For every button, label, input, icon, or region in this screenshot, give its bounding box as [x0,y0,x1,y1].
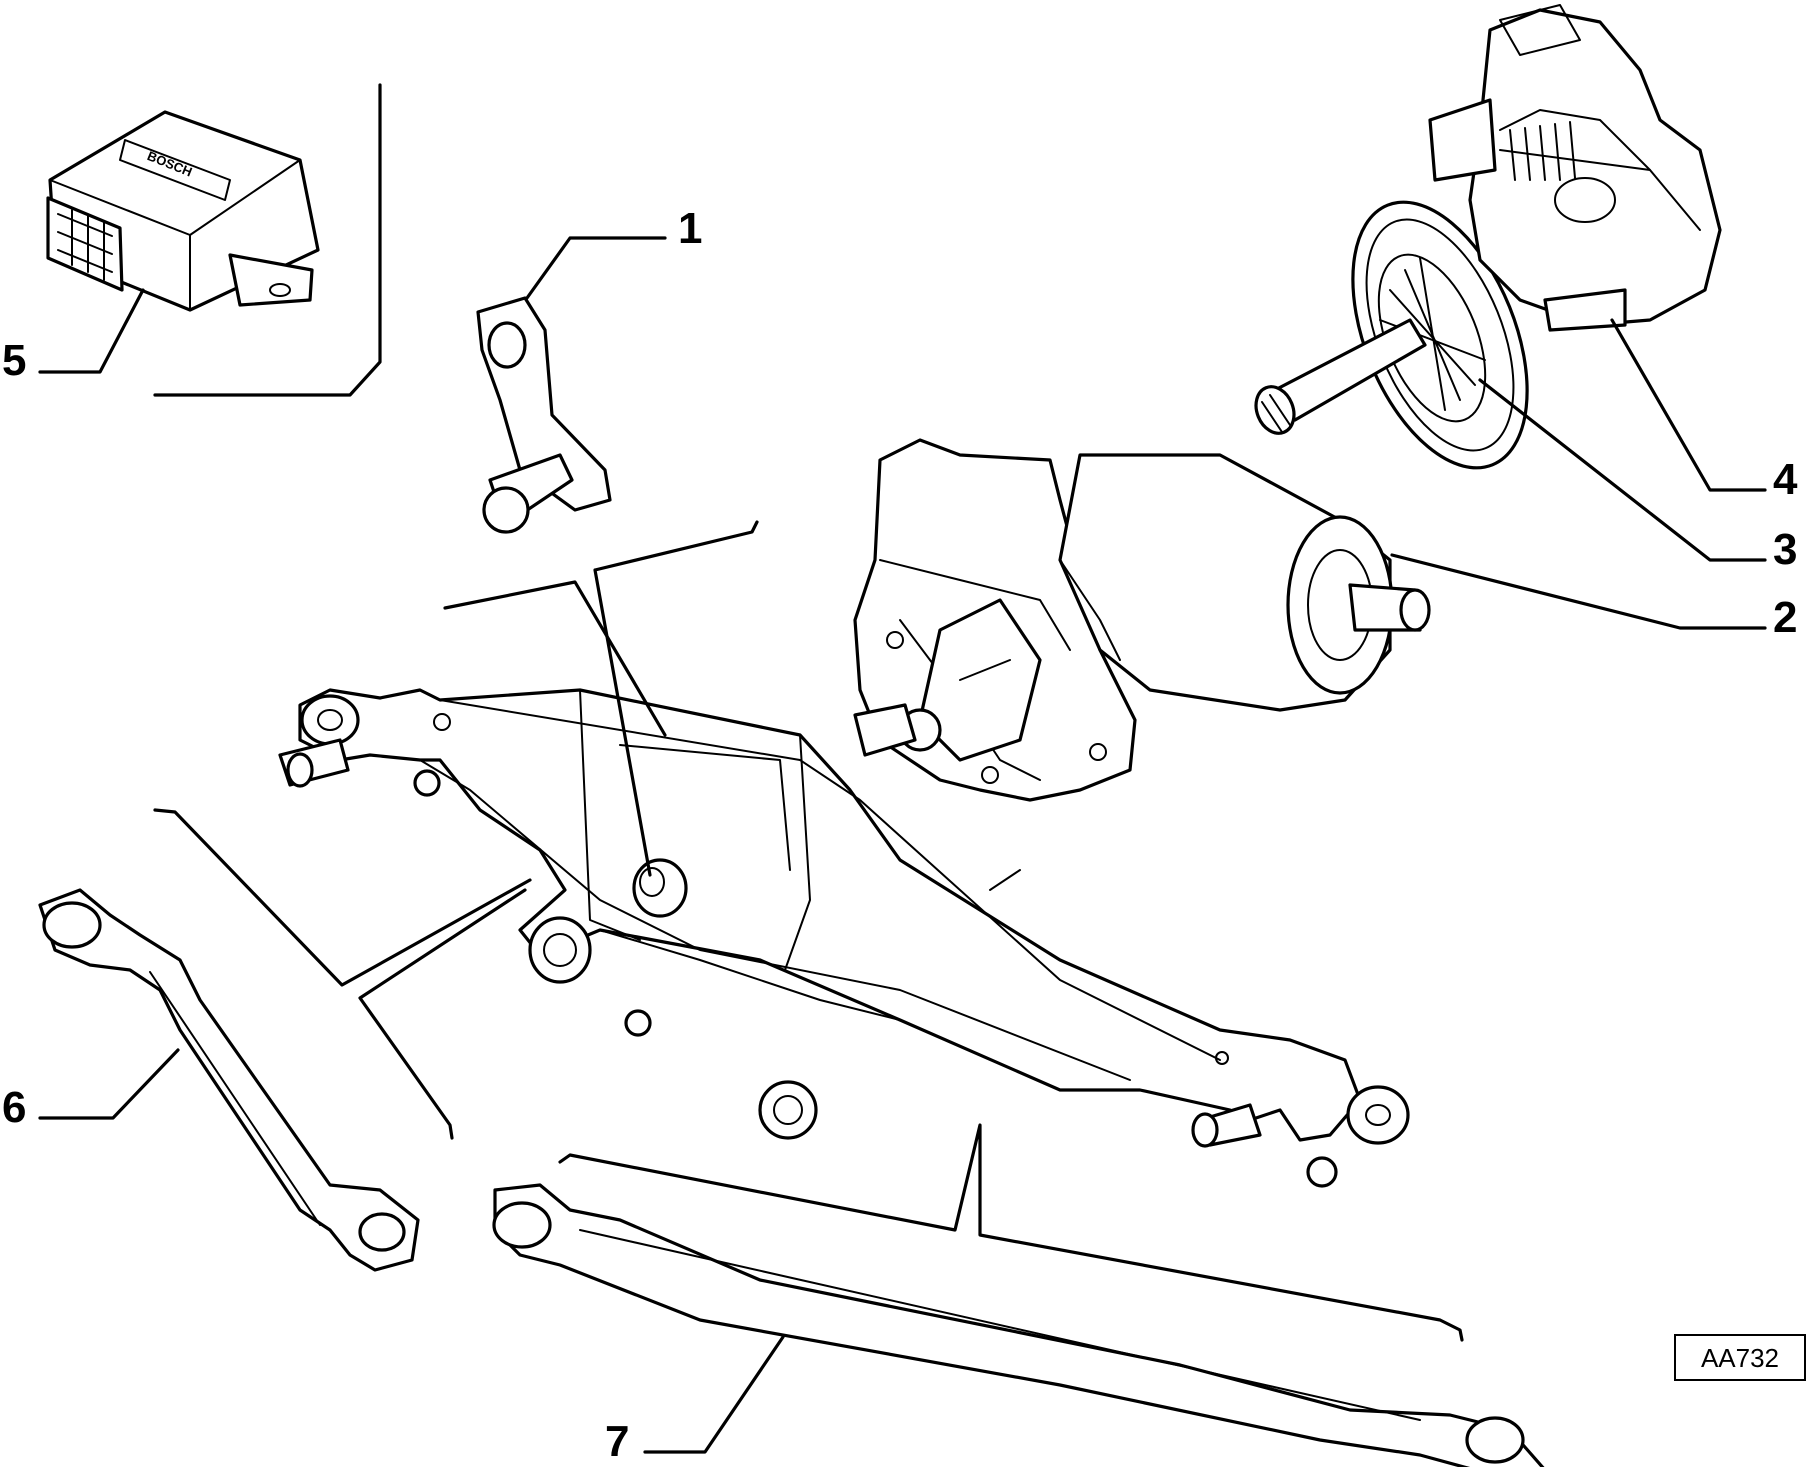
group-bracket-lines [153,520,1464,1342]
control-unit-part: BOSCH [46,110,320,312]
wiper-motor-part [853,438,1431,802]
leader-7 [643,1335,785,1454]
short-link-rod-part [38,888,420,1272]
control-unit-frame-line [153,83,382,397]
leader-2 [1390,553,1767,630]
leader-6 [38,1048,180,1120]
callout-6: 6 [2,1083,26,1132]
callout-4: 4 [1773,455,1798,504]
callout-2: 2 [1773,593,1797,642]
leader-1 [525,236,667,300]
gear-wheel-part [1254,200,1529,470]
cover-plate-part [1428,4,1722,332]
leader-lines [38,236,1767,1454]
leader-4 [1610,318,1767,492]
crank-lever-part [476,296,612,534]
callout-7: 7 [605,1417,629,1466]
callout-5: 5 [2,336,26,385]
callout-3: 3 [1773,525,1797,574]
linkage-frame-assembly [278,688,1410,1188]
leader-3 [1478,378,1767,562]
drawing-code-box: AA732 [1674,1334,1806,1381]
long-link-rod-part [492,1183,1545,1467]
leader-5 [38,288,145,374]
drawing-code-label: AA732 [1701,1343,1779,1373]
callout-1: 1 [678,204,702,253]
